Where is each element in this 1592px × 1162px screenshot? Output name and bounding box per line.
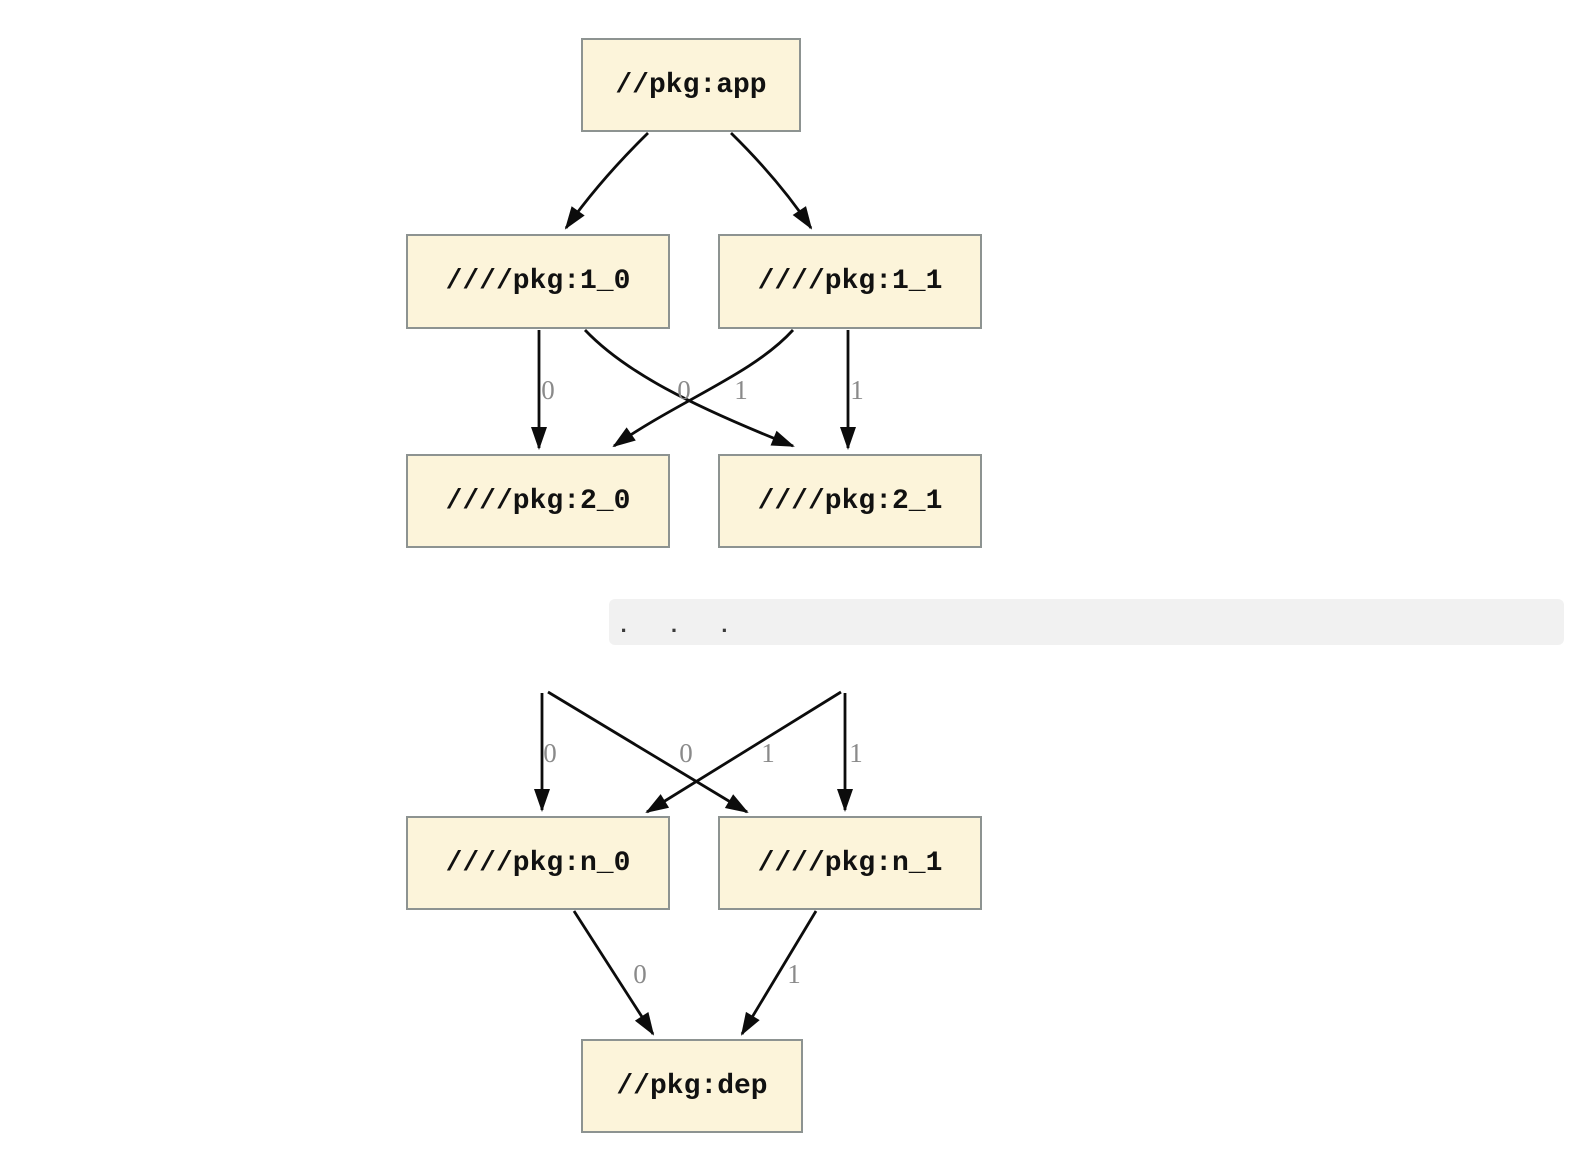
edge-…-to-pn_1 (547, 690, 748, 814)
arrowhead-icon (612, 427, 636, 448)
edge-label-…-to-pn_1: 1 (849, 738, 863, 768)
edge-label-p1_0-to-p2_0: 0 (541, 375, 555, 405)
edge-p1_1-to-p2_0 (613, 329, 795, 448)
node-dep: //pkg:dep (581, 1039, 803, 1133)
arrowhead-icon (645, 794, 670, 814)
node-p2_0: ////pkg:2_0 (406, 454, 670, 548)
arrowhead-icon (634, 1012, 655, 1036)
edge-…-to-pn_0 (646, 690, 842, 814)
node-pn_1: ////pkg:n_1 (718, 816, 982, 910)
edge-label-…-to-pn_1: 1 (761, 738, 775, 768)
node-app: //pkg:app (581, 38, 801, 132)
arrowhead-icon (770, 430, 795, 447)
arrowhead-icon (840, 427, 856, 450)
edge-pn_1-to-dep (740, 910, 818, 1035)
node-pn_0: ////pkg:n_0 (406, 816, 670, 910)
edge-label-pn_0-to-dep: 0 (633, 959, 647, 989)
ellipsis-text: . . . (617, 613, 732, 639)
edge-label-…-to-pn_0: 0 (679, 738, 693, 768)
arrowhead-icon (724, 794, 749, 814)
node-p2_1: ////pkg:2_1 (718, 454, 982, 548)
edge-pn_0-to-dep (572, 910, 655, 1035)
arrowhead-icon (837, 789, 853, 812)
edge-label-p1_0-to-p2_1: 1 (734, 375, 748, 405)
arrowhead-icon (531, 427, 547, 450)
node-p1_0: ////pkg:1_0 (406, 234, 670, 329)
edge-p1_0-to-p2_1 (583, 329, 794, 448)
edge-label-pn_1-to-dep: 1 (787, 959, 801, 989)
edge-label-…-to-pn_0: 0 (543, 738, 557, 768)
arrowhead-icon (792, 206, 813, 230)
edge-label-p1_1-to-p2_1: 1 (850, 375, 864, 405)
edge-label-p1_1-to-p2_0: 0 (677, 375, 691, 405)
arrowhead-icon (534, 789, 550, 812)
arrowhead-icon (564, 206, 585, 230)
arrowhead-icon (740, 1011, 760, 1036)
node-p1_1: ////pkg:1_1 (718, 234, 982, 329)
ellipsis-code-block: . . . (609, 599, 1564, 645)
